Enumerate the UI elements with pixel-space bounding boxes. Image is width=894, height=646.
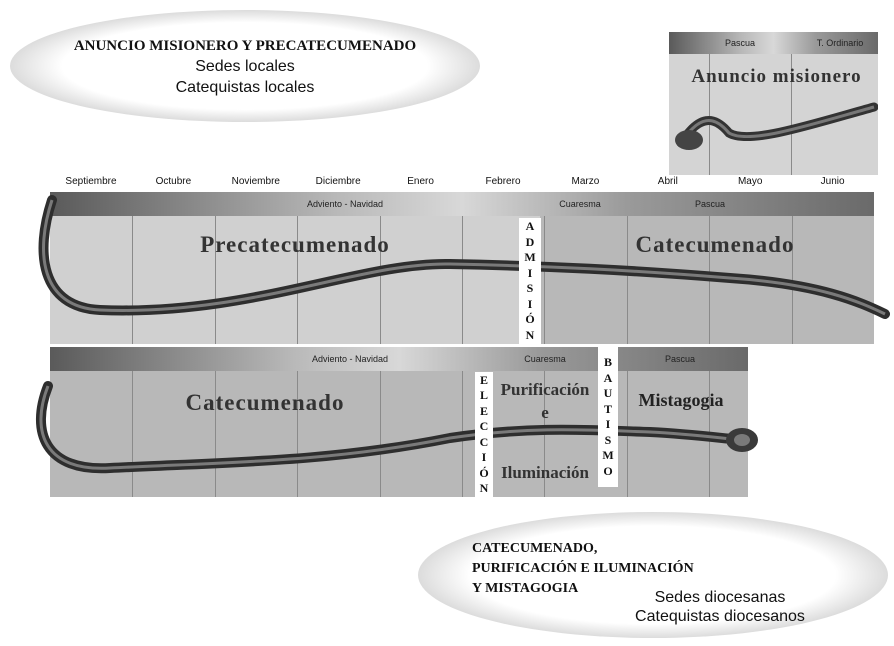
row2-stage-e: e [541,403,549,422]
month-label: Marzo [571,176,600,187]
month-label: Mayo [737,176,763,187]
divider-letter: D [525,234,535,249]
divider-letter: B [603,355,612,369]
month-gridline [380,216,381,344]
bottom-ellipse-line2: Catequistas diocesanos [635,608,805,625]
month-label: Septiembre [65,176,117,187]
anuncio-period-ordinario: T. Ordinario [816,38,864,48]
row1-ribbon [38,195,890,319]
row1-period-bar [50,192,874,216]
month-gridline [462,216,463,344]
month-gridline [297,371,298,497]
month-label: Diciembre [315,176,361,187]
divider-letter: A [603,370,613,385]
anuncio-period-pascua: Pascua [724,38,756,48]
divider-letter: I [527,296,533,311]
row1-stage-catecumenado: Catecumenado [635,232,795,257]
divider-letter: Ó [525,312,535,326]
divider-letter: C [479,419,489,433]
divider-letter: A [525,219,535,233]
divider-letter: M [602,448,614,462]
divider-letter: E [479,372,488,387]
row2-stage-catecumenado: Catecumenado [185,390,345,415]
month-label: Noviembre [231,176,280,187]
month-label: Junio [820,176,845,187]
row1-period-pascua: Pascua [694,199,726,209]
month-label: Octubre [155,176,192,187]
divider-letter: E [479,403,488,418]
row1-period-adviento: Adviento - Navidad [306,199,384,209]
anuncio-stage-label: Anuncio misionero [691,66,862,87]
month-gridline [544,216,545,344]
divider-letter: I [527,265,533,280]
row2-stage-iluminacion: Iluminación [501,463,589,482]
month-gridline [215,216,216,344]
row2-period-cuaresma: Cuaresma [524,354,566,364]
row2-stage-purificacion: Purificación [500,380,590,399]
divider-letter: M [524,250,536,264]
divider-letter: C [479,434,489,449]
divider-letter: I [481,450,487,464]
row2-stage-mistagogia: Mistagogia [638,390,724,410]
row2-band [50,347,748,497]
row1-period-cuaresma: Cuaresma [559,199,601,209]
month-gridline [380,371,381,497]
anuncio-period-bar [669,32,878,54]
top-ellipse-title: ANUNCIO MISIONERO Y PRECATECUMENADO [73,38,417,54]
divider-letter: N [525,327,535,342]
divider-letter: N [479,481,489,495]
month-gridline [627,216,628,344]
month-label: Enero [407,176,434,187]
row2-period-adviento: Adviento - Navidad [311,354,389,364]
divider-letter: U [603,386,613,400]
top-ellipse [10,10,480,122]
anuncio-divider-1 [709,54,710,175]
row2-period-pascua: Pascua [664,354,696,364]
month-label: Abril [657,176,678,187]
divider-letter: S [604,432,612,447]
top-ellipse-line1: Sedes locales [195,58,295,75]
anuncio-ribbon [675,102,878,150]
month-gridline [792,216,793,344]
month-gridline [215,371,216,497]
anuncio-divider-2 [791,54,792,175]
month-gridline [297,216,298,344]
month-gridline [132,371,133,497]
month-label: Febrero [485,176,521,187]
top-ellipse-line2: Catequistas locales [175,79,315,96]
month-gridline [132,216,133,344]
row2-ribbon [36,381,758,474]
bottom-ellipse-title-3: Y MISTAGOGIA [472,581,579,596]
divider-letter: T [603,401,612,416]
bottom-ellipse-title-2: PURIFICACIÓN E ILUMINACIÓN [472,561,694,576]
bottom-ellipse-title-1: CATECUMENADO, [472,541,598,556]
divider-letter: I [605,417,611,431]
bottom-ellipse [418,512,888,638]
row1-stage-precatecumenado: Precatecumenado [200,232,390,257]
divider-letter: O [603,463,613,478]
divider-letter: S [526,281,534,295]
divider-letter: L [479,388,488,402]
anuncio-box [669,32,878,175]
bottom-ellipse-line1: Sedes diocesanas [654,589,786,606]
divider-letter: Ó [479,465,489,480]
row2-period-bar [50,347,748,371]
